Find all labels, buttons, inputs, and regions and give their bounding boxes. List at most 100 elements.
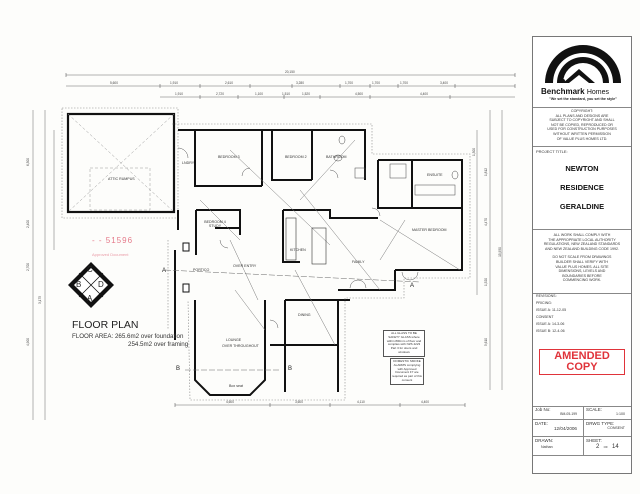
sheet-of: OF <box>603 445 608 449</box>
scale-note-line: BUILDER SHALL VERIFY WITH <box>556 259 608 264</box>
section-marker-b-right: B <box>288 366 293 372</box>
compass-c: C <box>87 265 93 274</box>
top-dim: 2,610 <box>225 81 233 85</box>
compass-b: B <box>76 280 82 289</box>
right-dim: 5,610 <box>483 338 488 346</box>
scale-note-line: DO NOT SCALE FROM DRAWINGS <box>552 255 612 260</box>
top-dim-2: 1,520 <box>302 92 310 96</box>
right-dim: 4,470 <box>483 218 488 226</box>
top-dim: 1,910 <box>170 81 178 85</box>
top-dim-2: 1,510 <box>282 92 290 96</box>
council-stamp-label: Approved Document <box>92 252 129 257</box>
scale-note-line: COMMENCING WORK. <box>562 278 602 283</box>
revision-item: ISSUE B: 12-4-06 <box>536 329 565 333</box>
date-value: 12/04/2006 <box>554 426 577 431</box>
left-dim: 6,300 <box>25 158 30 166</box>
sheet-value: 2 OF 14 <box>586 443 629 450</box>
date-label: DATE: <box>535 421 548 426</box>
job-no-cell: Job No: BM-05-199 <box>533 406 584 420</box>
right-dim: 1,812 <box>483 168 488 176</box>
revision-item: PRICING: <box>536 301 552 305</box>
revisions-section: REVISIONS: PRICING: ISSUE A: 11-12-05 CO… <box>533 291 631 407</box>
scale-label: SCALE: <box>586 407 603 412</box>
room-bedroom2: BEDROOM 2 <box>285 155 307 159</box>
copyright-section: COPYRIGHT: ALL PLANS AND DESIGNS ARE SUB… <box>533 107 631 147</box>
copyright-line: OF VALUE PLUS HOMES LTD. <box>556 136 608 141</box>
room-lounge-sub: OVER THROUGHOUT <box>222 344 259 348</box>
stamp-line1: AMENDED <box>554 350 610 362</box>
top-dim-2: 1,910 <box>175 92 183 96</box>
room-master: MASTER BEDROOM <box>412 228 447 232</box>
copyright-line: USED FOR CONSTRUCTION PURPOSES <box>547 127 617 132</box>
room-garage: ATTIC RUMPUS <box>108 177 135 181</box>
scale-cell: SCALE: 1:100 <box>584 406 631 420</box>
job-no-label: Job No: <box>535 407 551 412</box>
room-bathroom: BATHROOM <box>326 155 347 159</box>
section-marker-a-right: A <box>410 283 415 289</box>
sheet-total: 14 <box>612 444 619 450</box>
scale-note-line: BOUNDARIES BEFORE <box>562 273 602 278</box>
overall-width-dim: 20,150 <box>285 70 295 74</box>
compliance-line: AND NEW ZEALAND BUILDING CODE 1992. <box>545 246 619 251</box>
room-kitchen: KITCHEN <box>290 248 306 252</box>
floor-area-framing: 254.5m2 over framing <box>128 341 189 348</box>
revision-item: CONSENT <box>536 315 554 319</box>
floor-plan-title: FLOOR PLAN <box>72 319 139 331</box>
top-dim: 1,700 <box>372 81 380 85</box>
safety-glass-note: ALL GLASS TO BE SAFETY GLASS where withi… <box>383 330 425 357</box>
revisions-label: REVISIONS: <box>536 294 557 298</box>
left-dim: 4,900 <box>25 338 30 346</box>
floor-area-foundation: FLOOR AREA: 265.6m2 over foundation <box>72 333 184 340</box>
council-stamp-number: - - 51596 <box>92 236 134 245</box>
copyright-line: ALL PLANS AND DESIGNS ARE <box>555 113 609 118</box>
compliance-line: REGULATIONS, NEW ZEALAND STANDARDS <box>543 242 621 247</box>
project-title-label: PROJECT TITLE: <box>536 149 568 154</box>
room-dining: DINING <box>298 313 311 317</box>
drawn-value: Nathan <box>541 445 553 449</box>
top-dim-2: 1,100 <box>255 92 263 96</box>
amended-copy-stamp: AMENDED COPY <box>539 349 625 375</box>
top-dim: 5,600 <box>110 81 118 85</box>
project-name-line3: GERALDINE <box>559 202 605 211</box>
copyright-line: NOT BE COPIED, REPRODUCED OR <box>550 122 614 127</box>
compliance-line: ALL WORK SHALL COMPLY WITH <box>553 233 611 237</box>
top-dim: 3,280 <box>296 81 304 85</box>
drawn-cell: DRAWN: Nathan <box>533 437 584 456</box>
stamp-line2: COPY <box>566 361 598 373</box>
room-bedroom3: BEDROOM 3 <box>218 155 240 159</box>
room-portico: PORTICO <box>193 268 210 272</box>
left-dim: 2,700 <box>25 263 30 271</box>
top-dim-2: 4,400 <box>420 92 428 96</box>
left-dim: 3,175 <box>37 296 42 304</box>
drwg-type-label: DRWG TYPE: <box>586 421 615 426</box>
sheet-number: 2 <box>596 444 600 450</box>
right-dim: 1,520 <box>483 278 488 286</box>
company-name: Benchmark Homes <box>541 87 609 96</box>
drwg-type-cell: DRWG TYPE: CONSENT <box>584 420 631 437</box>
top-dim: 3,400 <box>440 81 448 85</box>
job-no-value: BM-05-199 <box>560 412 577 416</box>
bottom-dim: 4,600 <box>226 400 234 404</box>
room-entry: OVER ENTRY <box>233 264 257 268</box>
section-marker-b-left: B <box>176 366 181 372</box>
room-lounge: LOUNGE <box>226 338 242 342</box>
top-dim-2: 4,500 <box>355 92 363 96</box>
project-name-line2: RESIDENCE <box>560 183 604 192</box>
date-cell: DATE: 12/04/2006 <box>533 420 584 437</box>
compass-a: A <box>87 294 93 303</box>
company-name-bold: Benchmark <box>541 87 585 96</box>
benchmark-logo-icon <box>545 45 621 83</box>
room-bedroom4: BEDROOM 4 STUDY <box>204 220 226 228</box>
scale-note-line: DIMENSIONS, LEVELS AND <box>558 269 606 274</box>
scale-note-line: VALUE PLUS HOMES. ALL SITE <box>555 264 609 269</box>
company-tagline: "We set the standard, you set the style" <box>549 97 617 101</box>
right-dim: 1,300 <box>471 148 476 156</box>
copyright-line: WITHOUT WRITTEN PERMISSION <box>553 131 611 136</box>
bottom-dim: 3,600 <box>295 400 303 404</box>
left-dim: 2,400 <box>25 220 30 228</box>
compliance-line: THE APPROPRIATE LOCAL AUTHORITY <box>548 237 616 242</box>
room-ensuite: ENSUITE <box>427 173 443 177</box>
window-seat: Box seat <box>229 384 243 388</box>
drwg-type-value: CONSENT <box>607 426 625 430</box>
bottom-dim: 4,110 <box>357 400 365 404</box>
